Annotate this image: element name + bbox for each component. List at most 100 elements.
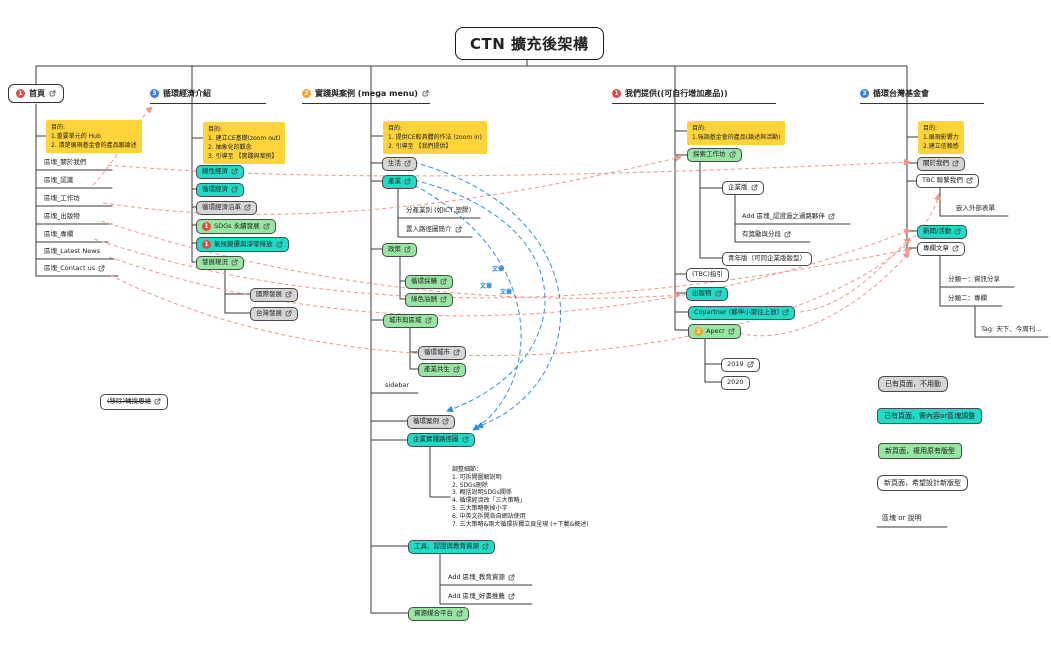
relation-label-article: 文章 bbox=[500, 289, 513, 296]
node-label: 綠色溢酬 bbox=[411, 295, 437, 303]
home-block-about[interactable]: 區塊_關於我們 bbox=[44, 158, 87, 166]
node-label: 城市與區域 bbox=[389, 316, 422, 324]
legend-existing-keep[interactable]: 已有頁面，不用動 bbox=[878, 376, 948, 393]
node-label: 有獎勵與分段 bbox=[742, 230, 781, 238]
offer-purpose-note[interactable]: 目的: 1.強調基金會的產品(論述與活動) bbox=[687, 121, 786, 145]
node-ce-history[interactable]: 循環經濟沿革 bbox=[196, 201, 257, 215]
node-label: Add 區塊_認證過之通路夥伴 bbox=[742, 212, 825, 220]
node-embed-form[interactable]: 嵌入外部表單 bbox=[956, 204, 995, 212]
node-label: 探索工作坊 bbox=[693, 150, 726, 158]
home-purpose-note[interactable]: 目的: 1.重要單元的 Hub 2. 清楚展現基金會的產品跟論述 bbox=[46, 120, 142, 153]
node-publications[interactable]: 出版物 bbox=[686, 287, 728, 301]
external-link-icon bbox=[285, 291, 292, 298]
roadmap-adjust-note[interactable]: 調整細節： 1. 可拆開圖解說明 2. SDGs刪除 3. 概括說明SDGs關係… bbox=[452, 466, 589, 528]
node-label: Apecr bbox=[706, 326, 725, 335]
priority-1-icon: 1 bbox=[612, 89, 621, 98]
external-link-icon bbox=[231, 259, 238, 266]
node-circular-cases[interactable]: 循環案例 bbox=[407, 415, 455, 429]
node-industry[interactable]: 產業 bbox=[382, 175, 417, 189]
external-link-icon bbox=[455, 226, 462, 233]
node-by-industry[interactable]: 分產業別 (如ICT,塑膠) bbox=[406, 206, 472, 214]
branch-foundation[interactable]: 3 循環台灣基金會 bbox=[860, 88, 984, 104]
priority-1-icon: 1 bbox=[202, 222, 211, 231]
node-2020[interactable]: 2020 bbox=[721, 376, 750, 390]
node-industrial-symbiosis[interactable]: 產業共生 bbox=[418, 363, 466, 377]
legend-block-note[interactable]: 區塊 or 說明 bbox=[882, 514, 922, 522]
node-policy[interactable]: 政策 bbox=[382, 243, 417, 257]
node-column-articles[interactable]: 專欄文章 bbox=[917, 242, 965, 256]
node-add-books[interactable]: Add 區塊_好書推薦 bbox=[448, 592, 515, 601]
node-about-us[interactable]: 關於我們 bbox=[917, 157, 965, 171]
branch-ce-intro[interactable]: 3 循環經濟介紹 bbox=[150, 88, 266, 104]
home-block-column[interactable]: 區塊_專欄 bbox=[44, 230, 74, 238]
node-taiwan-development[interactable]: 台灣發展 bbox=[250, 307, 298, 321]
node-green-premium[interactable]: 綠色溢酬 bbox=[405, 293, 453, 307]
legend-existing-adjust[interactable]: 已有頁面，需內容or區塊調整 bbox=[877, 408, 983, 425]
relation-label-article: 文章 bbox=[492, 266, 505, 273]
home-block-latest-news[interactable]: 區塊_Latest News bbox=[44, 247, 100, 255]
main-topic[interactable]: CTN 擴充後架構 bbox=[455, 27, 604, 60]
node-label: Add 區塊_教育資源 bbox=[448, 573, 505, 581]
home-block-contact[interactable]: 區塊_Contact us bbox=[44, 264, 105, 273]
node-label: 循環城市 bbox=[424, 348, 450, 356]
external-link-icon bbox=[98, 265, 105, 272]
external-link-icon bbox=[276, 241, 283, 248]
branch-home[interactable]: 1 首頁 bbox=[8, 84, 64, 103]
external-link-icon bbox=[462, 436, 469, 443]
external-link-icon bbox=[231, 168, 238, 175]
node-linear-economy[interactable]: 線性經濟 bbox=[196, 165, 244, 179]
node-category-1[interactable]: 分類一：資訊分享 bbox=[948, 275, 1000, 283]
node-circular-economy[interactable]: 循環經濟 bbox=[196, 183, 244, 197]
node-roadmap-intro[interactable]: 置入路徑圖簡介 bbox=[406, 225, 462, 234]
node-apecr[interactable]: 2 Apecr bbox=[688, 324, 741, 339]
node-add-education[interactable]: Add 區塊_教育資源 bbox=[448, 573, 515, 582]
branch-offer[interactable]: 1 我們提供((可自行增加產品)) bbox=[612, 88, 776, 104]
home-block-workshop[interactable]: 區塊_工作坊 bbox=[44, 194, 80, 202]
node-explore-workshop[interactable]: 探索工作坊 bbox=[687, 148, 742, 162]
external-link-icon bbox=[508, 593, 515, 600]
node-sdgs[interactable]: 1 SDGs 永續發展 bbox=[196, 219, 276, 234]
node-development-status[interactable]: 發展現況 bbox=[196, 256, 244, 270]
node-tools-education[interactable]: 工具、認證與教育資源 bbox=[408, 540, 495, 554]
priority-3-icon: 3 bbox=[150, 89, 159, 98]
node-city-region[interactable]: 城市與區域 bbox=[383, 314, 438, 328]
node-remove-mindset[interactable]: (移除)轉換思維 bbox=[100, 394, 169, 410]
external-link-icon bbox=[231, 186, 238, 193]
node-add-certified-partners[interactable]: Add 區塊_認證過之通路夥伴 bbox=[742, 212, 835, 221]
external-link-icon bbox=[244, 204, 251, 211]
node-circular-procurement[interactable]: 循環採購 bbox=[405, 275, 453, 289]
node-climate[interactable]: 1 氣候變遷與淨零排放 bbox=[196, 237, 289, 252]
node-label: 循環採購 bbox=[411, 277, 437, 285]
node-youth-version[interactable]: 青年版（可同企業版版型） bbox=[722, 252, 812, 266]
legend-new-reuse[interactable]: 新頁面，複用原有版型 bbox=[878, 443, 962, 460]
node-copartner[interactable]: Copartner (夥伴小聚往上放) bbox=[688, 306, 796, 320]
node-rewards-stages[interactable]: 有獎勵與分段 bbox=[742, 230, 791, 239]
node-resource-platform[interactable]: 資源媒合平台 bbox=[408, 607, 469, 621]
node-corporate-version[interactable]: 企業版 bbox=[722, 181, 764, 195]
ce-purpose-note[interactable]: 目的: 1. 建立CE基礎(zoom out) 2. 抽象化的觀念 3. 引導至… bbox=[203, 122, 286, 164]
node-company-roadmap[interactable]: 企業實踐路徑圖 bbox=[407, 433, 475, 447]
practice-purpose-note[interactable]: 目的: 1. 提供CE較具體的作法 (zoom in) 2. 引導至 【我們提供… bbox=[383, 121, 487, 154]
node-tbc-guide[interactable]: (TBC)指引 bbox=[686, 268, 729, 282]
node-news-events[interactable]: 新聞/活動 bbox=[917, 225, 968, 239]
node-tag[interactable]: Tag: 天下、今周刊... bbox=[981, 325, 1042, 333]
foundation-purpose-note[interactable]: 目的: 1.展現影響力 2.建立信賴感 bbox=[918, 121, 964, 154]
tree-connectors bbox=[35, 56, 1049, 614]
node-life[interactable]: 生活 bbox=[382, 157, 417, 171]
node-category-2[interactable]: 分類二：專欄 bbox=[948, 294, 987, 302]
legend-new-design[interactable]: 新頁面，希望設計新版型 bbox=[877, 475, 968, 492]
node-intl-development[interactable]: 國際發展 bbox=[250, 288, 298, 302]
node-label: 企業版 bbox=[728, 183, 748, 191]
node-2019[interactable]: 2019 bbox=[721, 358, 760, 372]
home-block-publications[interactable]: 區塊_出版物 bbox=[44, 212, 80, 220]
node-circular-city[interactable]: 循環城市 bbox=[418, 346, 466, 360]
branch-practice[interactable]: 2 實踐與案例 (mega menu) bbox=[302, 88, 430, 104]
branch-home-label: 首頁 bbox=[29, 89, 45, 98]
node-sidebar-label[interactable]: sidebar bbox=[385, 381, 410, 389]
external-link-icon bbox=[425, 317, 432, 324]
home-block-intro[interactable]: 區塊_認識 bbox=[44, 176, 74, 184]
external-link-icon bbox=[442, 418, 449, 425]
external-link-icon bbox=[404, 160, 411, 167]
external-link-icon bbox=[440, 296, 447, 303]
node-contact-us[interactable]: TBC 聯繫我們 bbox=[916, 174, 979, 188]
